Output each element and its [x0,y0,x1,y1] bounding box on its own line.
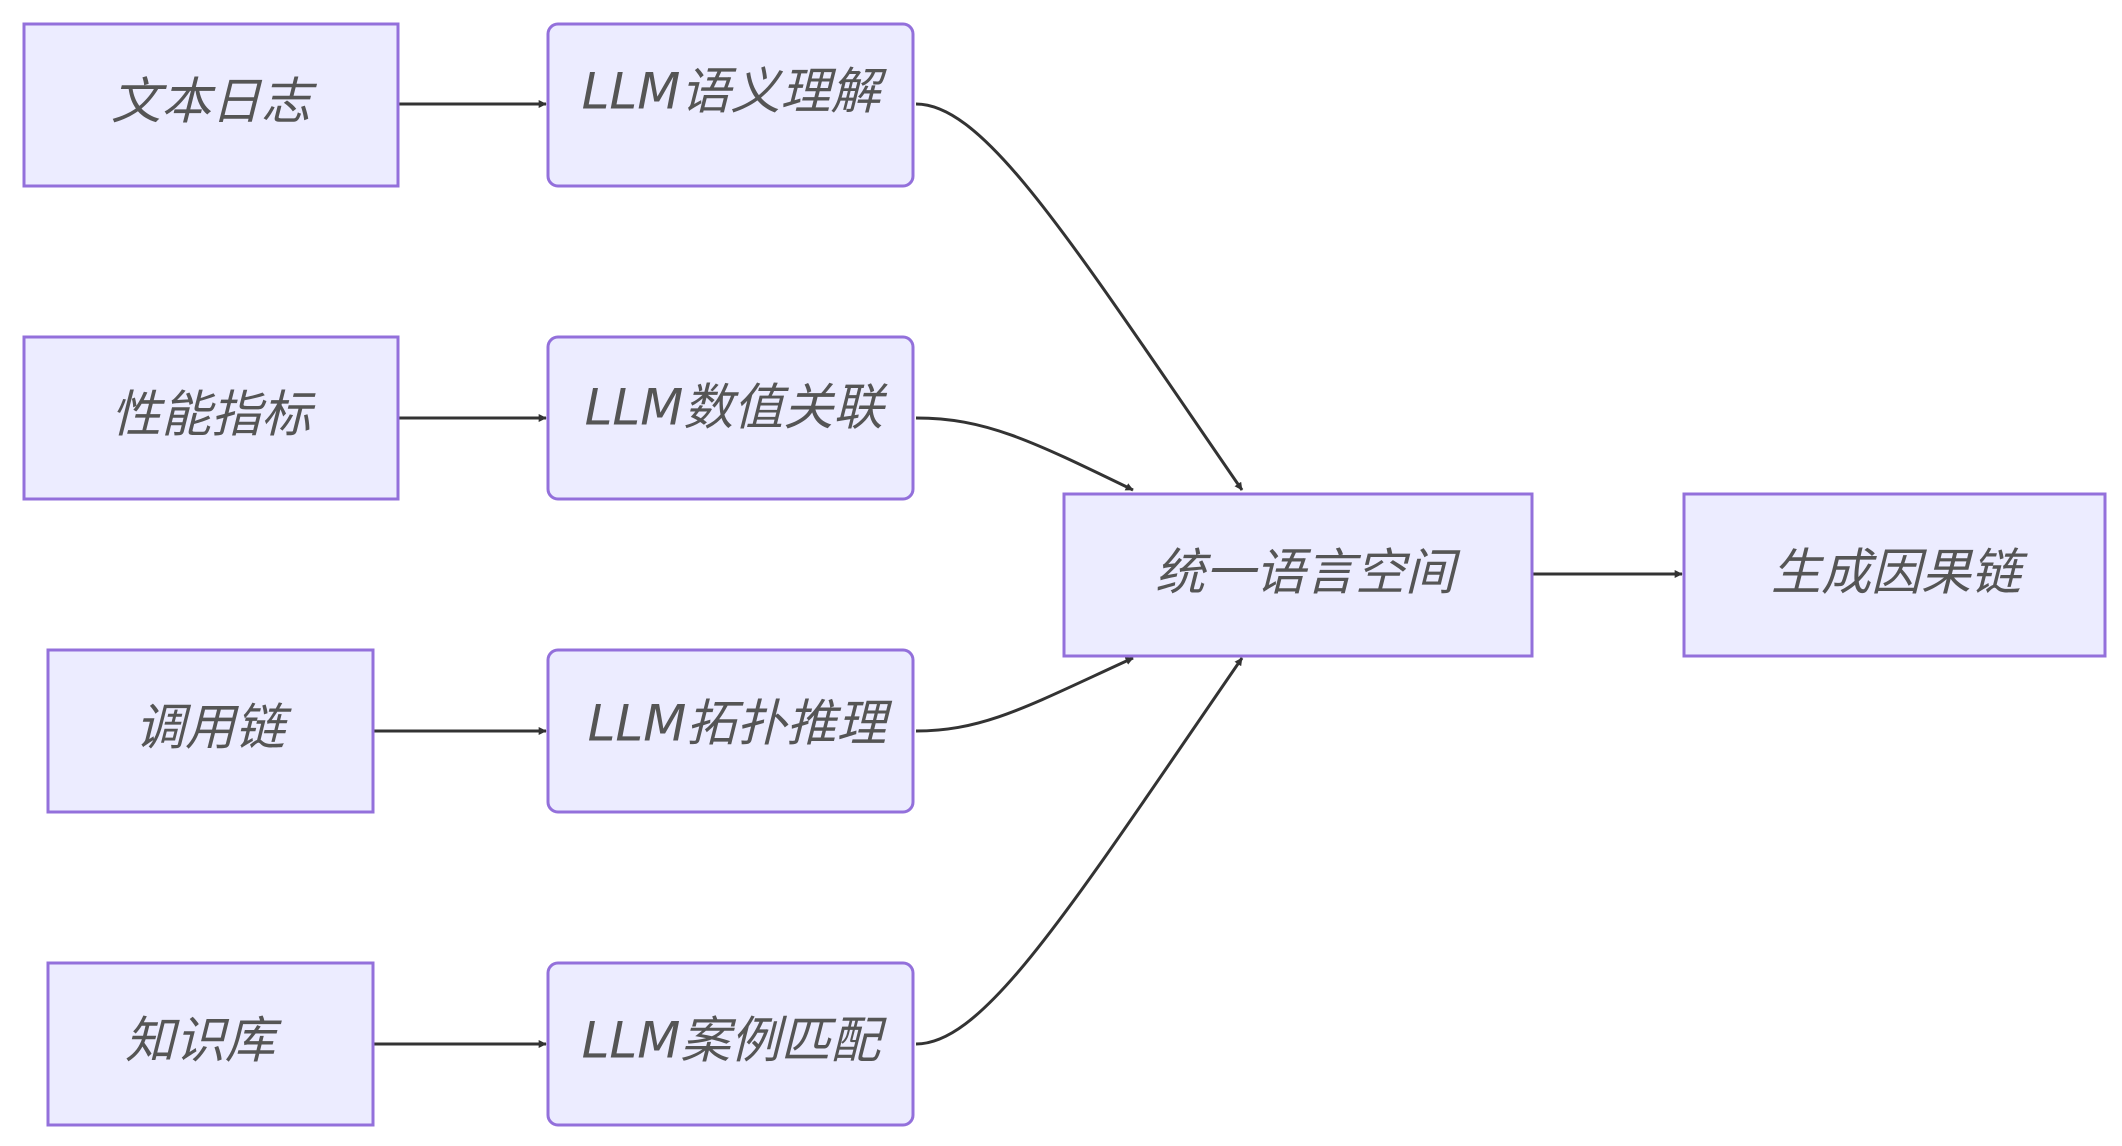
edge-llm-case-to-unified-space [915,657,1244,1046]
edge-llm-topology-to-unified-space [915,656,1134,733]
node-call-chain: 调用链 [46,648,375,814]
node-metrics: 性能指标 [22,335,400,501]
node-label: 知识库 [125,1012,282,1070]
node-label: 生成因果链 [1771,544,2028,602]
node-llm-semantic: LLM语义理解 [546,22,915,188]
node-label: 统一语言空间 [1155,544,1461,602]
node-label: LLM案例匹配 [582,1012,888,1070]
node-label: LLM数值关联 [585,379,889,437]
edge-llm-semantic-to-unified-space [915,102,1244,491]
node-label: 调用链 [135,699,292,757]
node-causal-chain: 生成因果链 [1682,492,2107,658]
node-label: LLM拓扑推理 [588,695,893,753]
node-llm-topology: LLM拓扑推理 [546,648,915,814]
edges [374,100,1683,1048]
node-label: LLM语义理解 [582,63,888,121]
node-unified-space: 统一语言空间 [1062,492,1534,658]
node-label: 文本日志 [111,73,318,131]
node-knowledge-base: 知识库 [46,961,375,1127]
node-llm-numeric: LLM数值关联 [546,335,915,501]
edge-llm-numeric-to-unified-space [915,416,1134,492]
node-label: 性能指标 [111,386,316,444]
node-llm-case: LLM案例匹配 [546,961,915,1127]
node-text-log: 文本日志 [22,22,400,188]
